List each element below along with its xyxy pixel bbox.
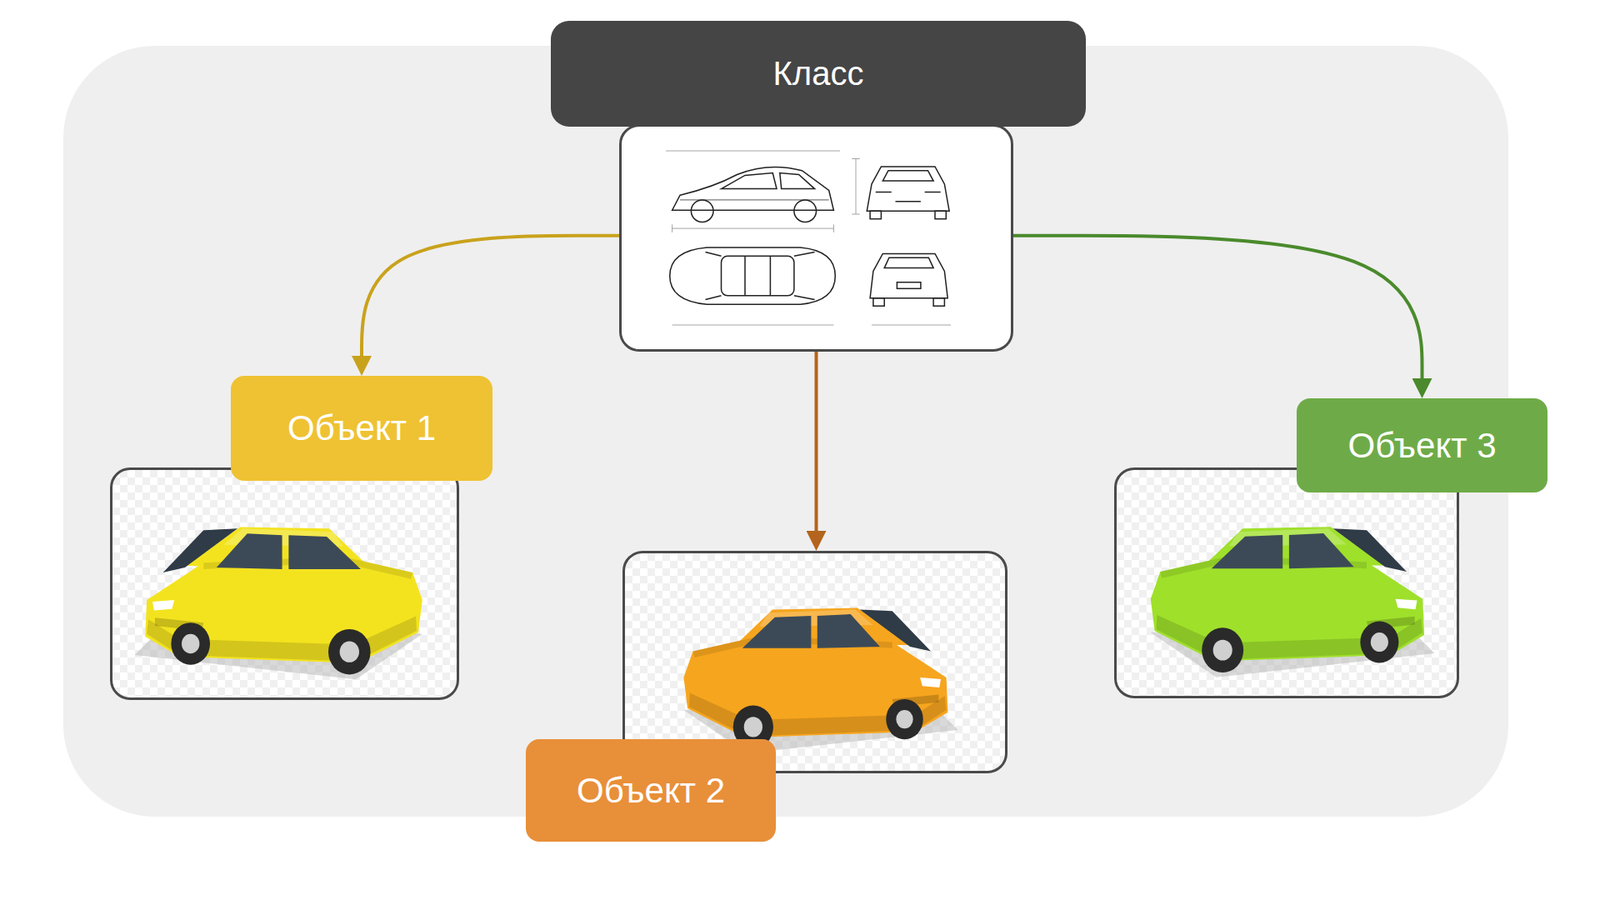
object-label: Объект 1	[287, 408, 436, 449]
car-illustration	[635, 561, 995, 763]
connector-arrow	[815, 351, 819, 545]
object-label-box: Объект 2	[525, 739, 776, 842]
background-panel	[63, 45, 1509, 817]
object-picture-box: Объект 3	[1114, 467, 1460, 699]
object-picture-box: Объект 1	[110, 467, 460, 700]
object-label-box: Объект 1	[230, 375, 493, 481]
class-heading: Класс	[773, 55, 865, 93]
object-label: Объект 2	[576, 770, 725, 811]
connector-arrow	[361, 235, 620, 370]
object-picture-box: Объект 2	[622, 550, 1008, 774]
car-drawing	[135, 526, 423, 680]
class-heading-box: Класс	[550, 20, 1086, 127]
car-illustration	[122, 478, 447, 690]
object-label: Объект 3	[1347, 425, 1496, 466]
car-drawing	[683, 608, 958, 754]
object-label-box: Объект 3	[1296, 398, 1548, 493]
car-drawing	[1150, 526, 1435, 677]
blueprint-illustration	[631, 135, 1001, 341]
blueprint-drawing	[665, 150, 951, 325]
car-illustration	[1126, 478, 1447, 688]
class-blueprint-box: Класс	[619, 124, 1014, 352]
connector-arrow	[1013, 235, 1423, 392]
